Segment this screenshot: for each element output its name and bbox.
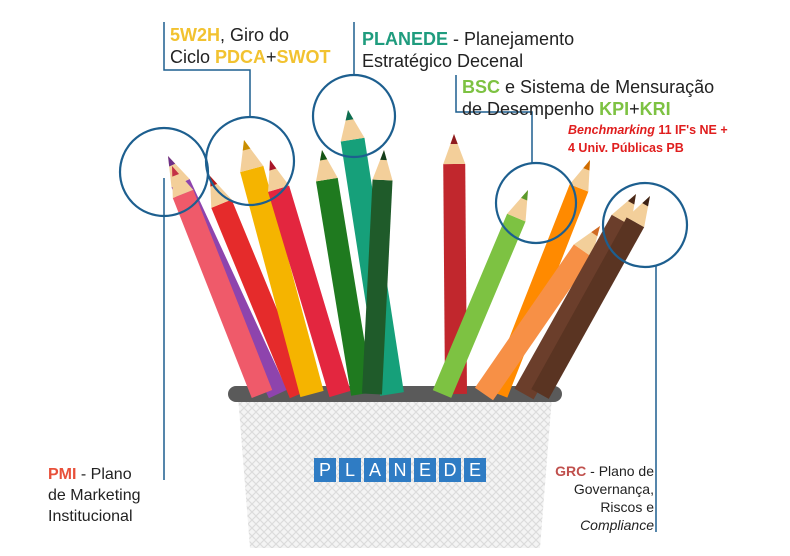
pencil-icon [531,217,645,399]
label-pmi-line3: Institucional [48,508,133,525]
label-pmi-line2: de Marketing [48,487,141,504]
pencil-lead [269,160,277,171]
pencil-icon [315,177,373,396]
pencil-lead [583,160,590,171]
label-5w2h-line2: Ciclo [170,47,216,67]
pencil-lead [521,190,528,201]
callout-lines [163,22,657,532]
label-bsc-line1: e Sistema de Mensuração [500,77,715,97]
label-planede-code: PLANEDE [362,29,449,49]
label-planede: PLANEDE - Planejamento Estratégico Decen… [362,28,574,72]
pencil-icon [268,185,351,398]
cup-badge-letter: E [414,458,436,482]
label-benchmarking: Benchmarking 11 IF's NE + 4 Univ. Públic… [568,121,728,157]
bsc-connector-line [455,75,533,164]
pencil-icon [514,214,631,400]
label-grc-line3: Riscos e [600,499,654,515]
label-grc-line2: Governança, [573,481,654,497]
cup-badge-letter: P [314,458,336,482]
pencil-lead [172,166,180,177]
pencil-icon [432,213,526,398]
label-5w2h-code: 5W2H [170,25,221,45]
label-planede-line1: - Planejamento [448,29,575,49]
pencils-group [168,110,650,401]
pencil-lead [642,196,650,207]
cup-badge-letter: E [464,458,486,482]
label-benchmarking-em: Benchmarking [568,123,655,137]
label-5w2h-line1: , Giro do [220,25,290,45]
pencil-lead [242,140,251,151]
grc-callout-circle [601,181,689,269]
label-pmi-code: PMI [48,466,77,483]
label-bsc-line2: de Desempenho [462,99,600,119]
pencil-icon [362,179,393,395]
pencil-icon [474,244,593,401]
pencil-wood-tip [372,150,393,181]
label-grc-code: GRC [555,463,587,479]
planede-callout-circle [311,73,397,159]
cup-badge-letter: N [389,458,411,482]
pencil-lead [320,150,328,161]
label-benchmarking-line2: 4 Univ. Públicas PB [568,141,684,155]
pencil-lead [345,110,354,121]
label-planede-line2: Estratégico Decenal [362,51,524,71]
label-kpi: KPI [599,99,630,119]
pencil-lead [450,134,458,145]
label-kri: KRI [639,99,671,119]
label-5w2h: 5W2H, Giro do Ciclo PDCA+SWOT [170,24,331,68]
label-grc: GRC - Plano de Governança, Riscos e Comp… [555,462,654,534]
label-swot: SWOT [276,47,331,67]
label-benchmarking-line1: 11 IF's NE + [654,123,728,137]
label-5w2h-plus: + [266,47,277,67]
bsc-callout-circle [494,161,578,245]
pencil-lead [591,226,600,237]
label-bsc-plus: + [629,99,640,119]
label-grc-line4: Compliance [580,517,654,533]
label-pmi: PMI - Plano de Marketing Institucional [48,464,141,527]
pencil-icon [211,199,311,399]
pencil-icon [240,165,324,398]
pencil-wood-tip [340,110,365,142]
cup-badge-letter: L [339,458,361,482]
label-bsc: BSC e Sistema de Mensuração de Desempenh… [462,76,714,120]
label-pmi-line1: - Plano [76,466,132,483]
5w2h-callout-circle [204,115,296,207]
pencil-icon [172,189,273,399]
cup-badge-letter: D [439,458,461,482]
cup-badge-letter: A [364,458,386,482]
pencil-wood-tip [443,134,466,165]
pencil-wood-tip [315,150,338,182]
label-bsc-code: BSC [462,77,501,97]
pencil-lead [380,150,387,161]
pencil-lead [168,156,176,167]
label-grc-line1: - Plano de [586,463,654,479]
5w2h-connector-line [163,22,251,118]
label-pdca: PDCA [215,47,267,67]
pencil-lead [627,194,636,205]
